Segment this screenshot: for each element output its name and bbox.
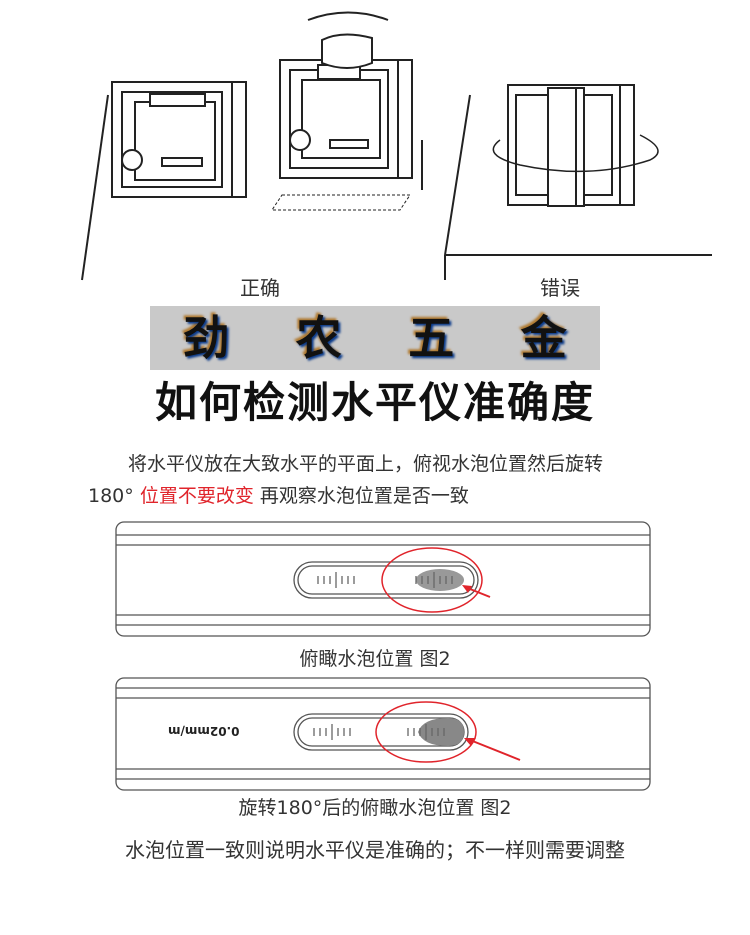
highlight-circle bbox=[375, 701, 477, 763]
watermark-char: 劲 bbox=[183, 311, 230, 365]
usage-illustration bbox=[81, 11, 712, 281]
instruction-line-2: 180° 位置不要改变 再观察水泡位置是否一致 bbox=[88, 483, 469, 509]
watermark-char: 农 bbox=[295, 311, 342, 365]
watermark-char: 五 bbox=[408, 311, 455, 365]
instruction-angle: 180° bbox=[88, 485, 134, 507]
conclusion-text: 水泡位置一致则说明水平仪是准确的；不一样则需要调整 bbox=[125, 838, 625, 862]
page-title: 如何检测水平仪准确度 bbox=[154, 378, 595, 427]
square-level-correct-1 bbox=[111, 81, 247, 198]
bubble bbox=[418, 718, 464, 746]
instruction-line-1: 将水平仪放在大致水平的平面上，俯视水泡位置然后旋转 bbox=[128, 453, 604, 475]
level-top-view-2 bbox=[115, 677, 651, 791]
table-surface-left bbox=[81, 94, 712, 281]
highlight-circle bbox=[381, 547, 483, 613]
precision-label: 0.02mm/m bbox=[168, 724, 240, 738]
label-correct: 正确 bbox=[240, 276, 280, 300]
level-top-view-1 bbox=[115, 521, 651, 637]
figure2-caption: 旋转180°后的俯瞰水泡位置 图2 bbox=[238, 797, 512, 819]
instruction-rest: 再观察水泡位置是否一致 bbox=[259, 485, 469, 507]
square-level-correct-2 bbox=[271, 11, 423, 211]
watermark-band: 劲 农 五 金 bbox=[150, 306, 600, 370]
square-level-wrong bbox=[492, 84, 659, 207]
figure1-caption: 俯瞰水泡位置 图2 bbox=[299, 648, 451, 670]
label-wrong: 错误 bbox=[540, 276, 580, 300]
instruction-warning: 位置不要改变 bbox=[139, 485, 254, 507]
watermark-char: 金 bbox=[520, 311, 567, 365]
